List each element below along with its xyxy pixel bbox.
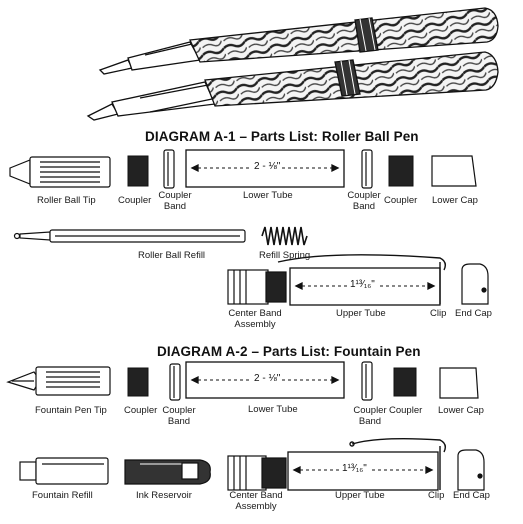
a1-roller-ball-refill-label: Roller Ball Refill [138,250,206,261]
a1-refill-spring-label: Refill Spring [259,250,311,261]
a2-ink-reservoir-label: Ink Reservoir [136,490,192,501]
a2-lower-tube-dimension: 2 - ⅛" [252,373,283,384]
a1-center-band-assembly [227,269,287,305]
a1-lower-cap-label: Lower Cap [432,195,478,206]
a2-coupler-band-left [169,363,181,401]
a1-center-band-assembly-label: Center Band Assembly [228,308,282,330]
a2-ink-reservoir [124,459,211,485]
a1-coupler-band-left-label: Coupler Band [158,190,192,212]
a1-coupler-left [127,155,149,187]
a1-roller-ball-refill [13,229,246,243]
a2-fountain-refill [19,457,109,485]
a1-coupler-band-right [361,149,373,189]
a2-clip-label: Clip [428,490,445,501]
a2-upper-tube-dimension: 1¹³⁄₁₆" [340,463,369,474]
a1-end-cap [461,263,489,305]
a1-clip [277,254,447,304]
a1-lower-tube-dimension: 2 - ⅛" [252,161,283,172]
a1-refill-spring [261,226,308,246]
a1-coupler-left-label: Coupler [118,195,152,206]
a2-lower-cap-label: Lower Cap [438,405,484,416]
a2-coupler-band-left-label: Coupler Band [162,405,196,427]
a2-coupler-right-label: Coupler [389,405,423,416]
a2-lower-cap [439,367,479,399]
fountain-pen-drawing [86,51,499,121]
a1-end-cap-label: End Cap [455,308,492,319]
a1-lower-tube-label: Lower Tube [243,190,293,201]
a2-lower-tube-label: Lower Tube [248,404,298,415]
diagram-a1-title: DIAGRAM A-1 – Parts List: Roller Ball Pe… [145,129,419,144]
a1-coupler-band-left [163,149,175,189]
a1-upper-tube-label: Upper Tube [336,308,386,319]
a2-fountain-refill-label: Fountain Refill [32,490,93,501]
a2-coupler-band-right-label: Coupler Band [353,405,387,427]
diagram-a2-title: DIAGRAM A-2 – Parts List: Fountain Pen [157,344,421,359]
a2-center-band-assembly [227,455,287,491]
a2-upper-tube-label: Upper Tube [335,490,385,501]
a2-end-cap-label: End Cap [453,490,490,501]
a2-fountain-pen-tip [6,366,111,396]
a1-clip-label: Clip [430,308,447,319]
a1-upper-tube-dimension: 1¹³⁄₁₆" [348,279,377,290]
a1-roller-ball-tip-label: Roller Ball Tip [37,195,96,206]
roller-ball-pen-drawing [98,7,499,75]
a1-roller-ball-tip [9,156,111,188]
a2-clip [349,437,447,490]
a2-coupler-band-right [361,361,373,401]
a1-coupler-right-label: Coupler [384,195,418,206]
a1-lower-cap [431,155,477,187]
a1-coupler-band-right-label: Coupler Band [347,190,381,212]
a1-coupler-right [388,155,414,187]
a2-coupler-left [127,367,149,397]
a2-coupler-left-label: Coupler [124,405,158,416]
a2-center-band-assembly-label: Center Band Assembly [229,490,283,512]
a2-fountain-pen-tip-label: Fountain Pen Tip [35,405,107,416]
a2-end-cap [457,449,485,491]
a1-lower-tube [185,149,345,188]
a2-coupler-right [393,367,417,397]
